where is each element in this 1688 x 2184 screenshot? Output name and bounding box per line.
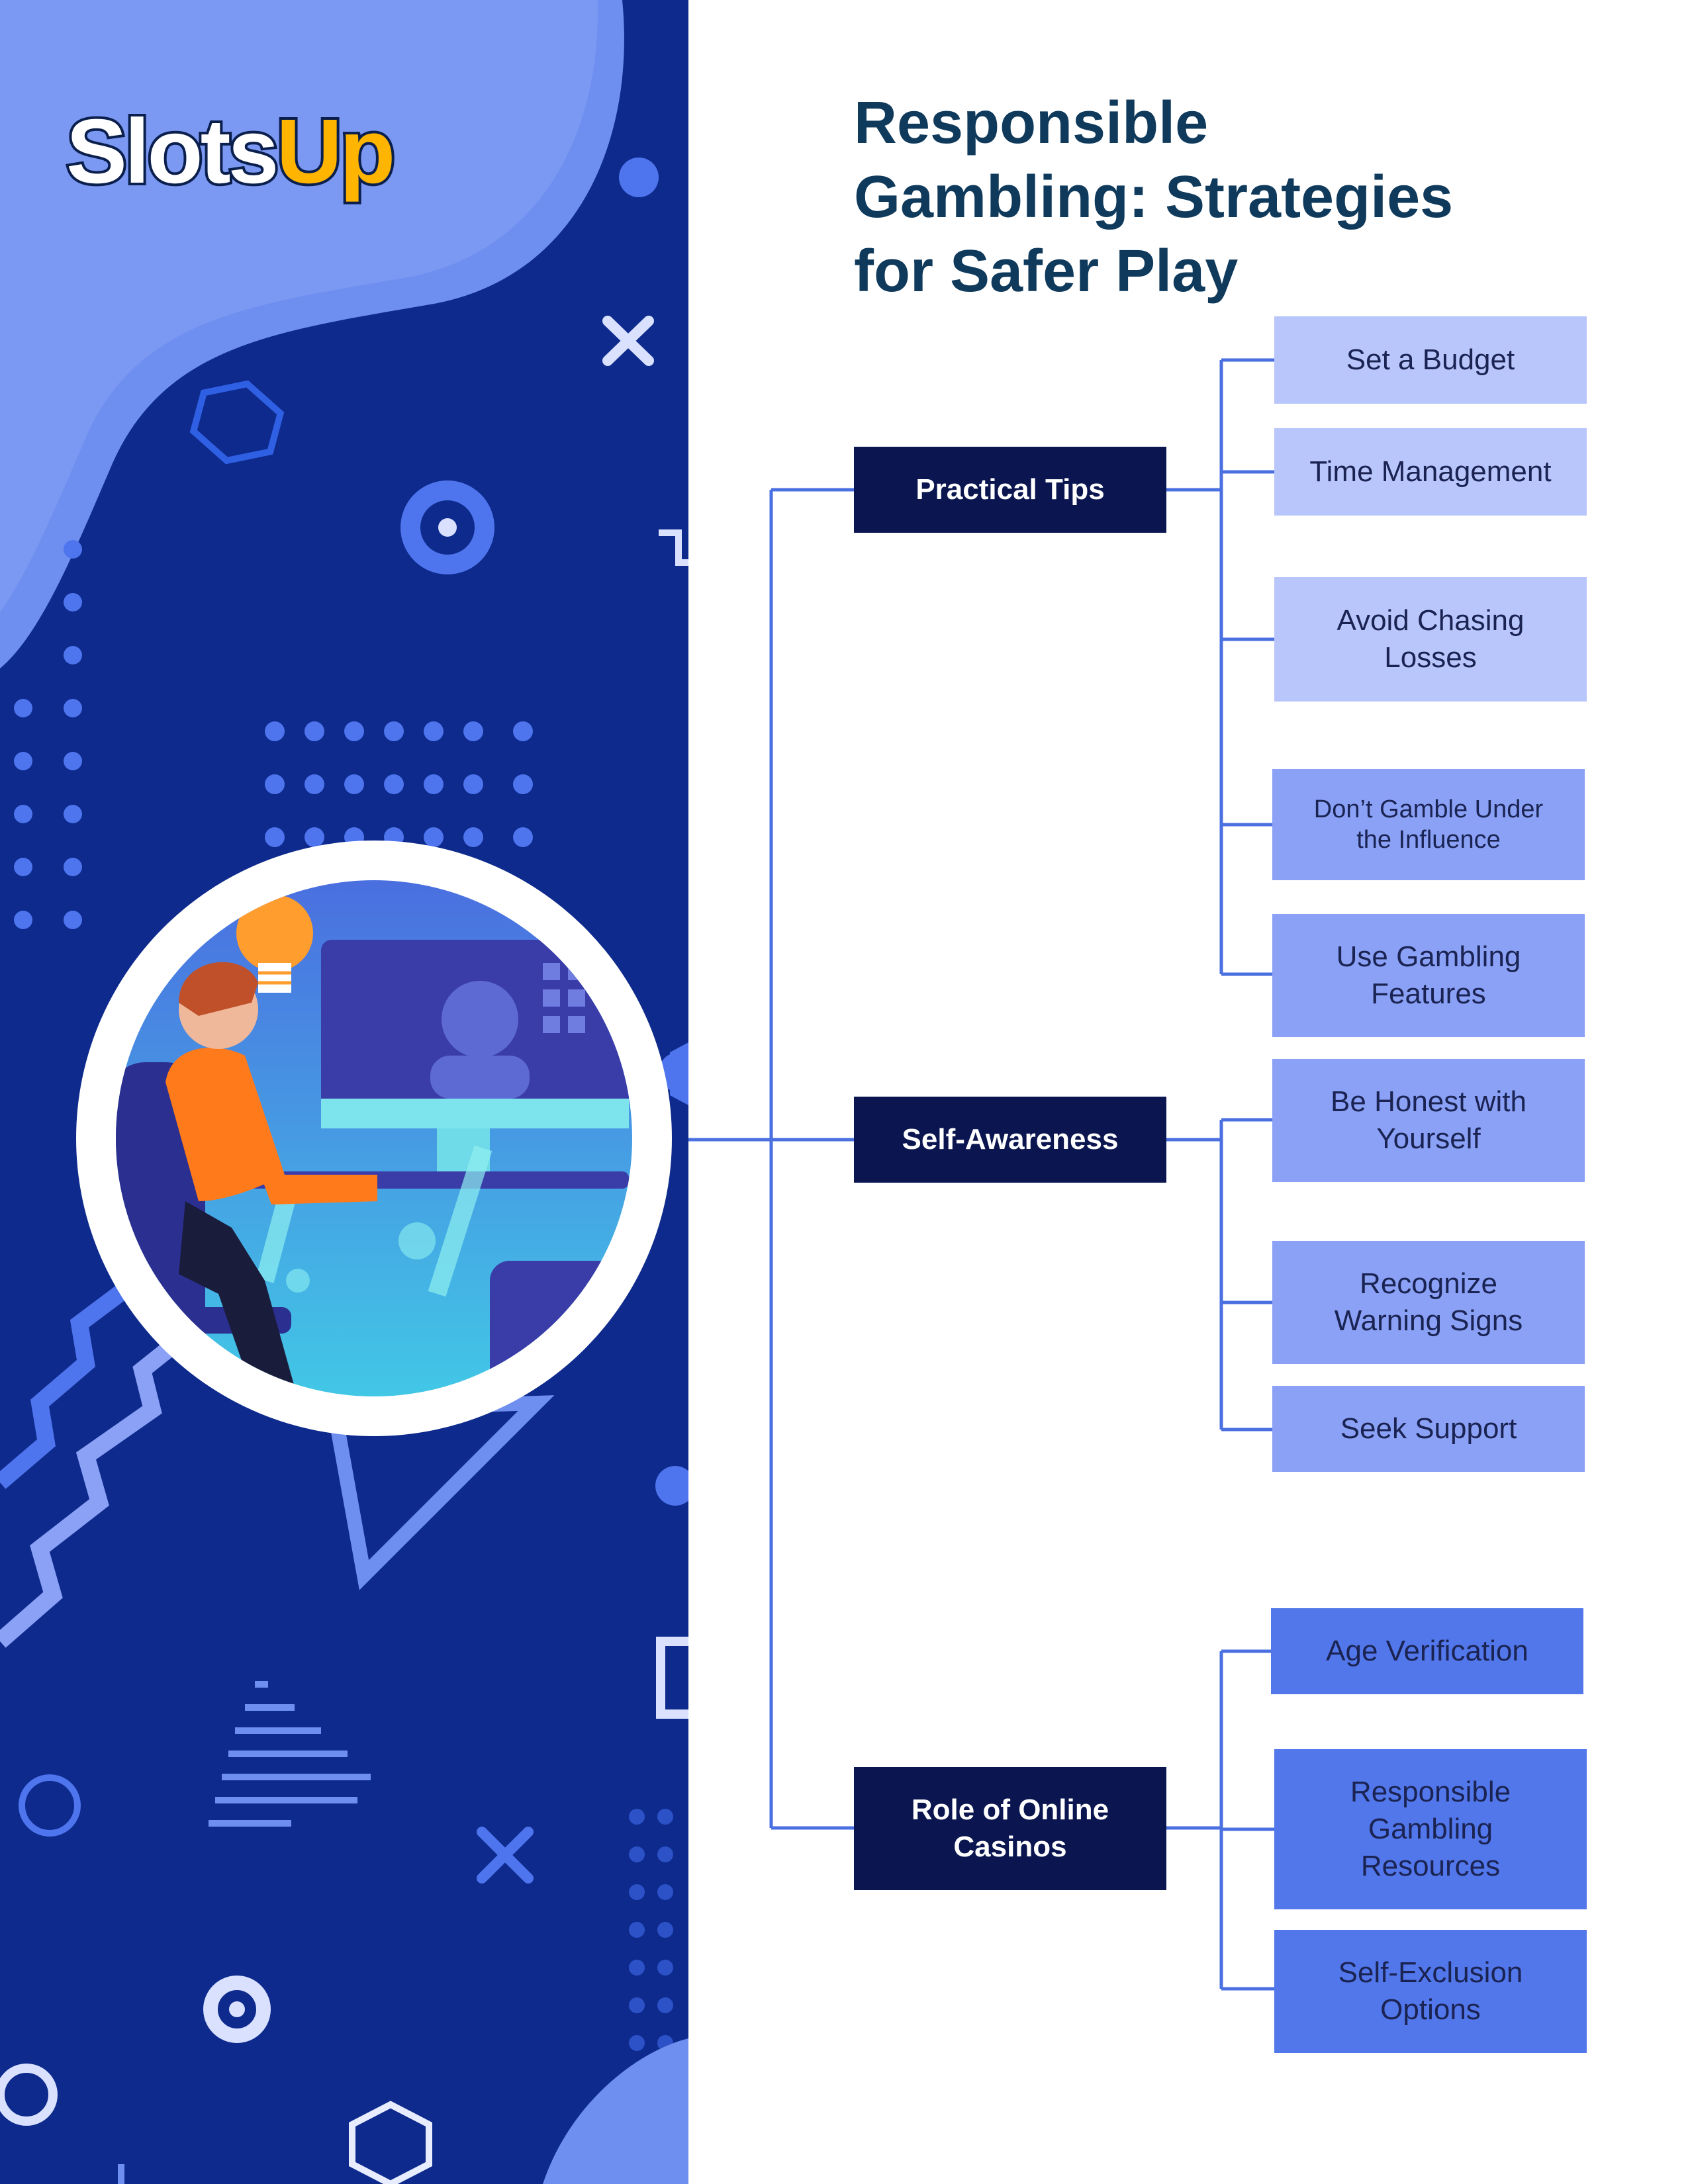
category-label: Role of Online Casinos [911,1794,1109,1863]
category-label: Practical Tips [915,473,1105,506]
leaf-label: Responsible Gambling Resources [1350,1776,1511,1882]
leaf-avoid-chasing-losses: Avoid Chasing Losses [1274,577,1587,702]
title-line-1: Responsible [854,90,1209,156]
leaf-self-exclusion-options: Self-Exclusion Options [1274,1930,1587,2053]
leaf-label: Avoid Chasing Losses [1336,604,1524,674]
leaf-label: Recognize Warning Signs [1334,1267,1523,1337]
leaf-label: Be Honest with Yourself [1331,1085,1526,1155]
leaf-label: Don’t Gamble Under the Influence [1313,796,1544,854]
leaf-label: Self-Exclusion Options [1338,1956,1523,2026]
decorative-left-panel: SlotsUp [0,0,688,2184]
category-practical-tips: Practical Tips [854,447,1166,533]
category-self-awareness: Self-Awareness [854,1097,1166,1183]
leaf-time-management: Time Management [1274,428,1587,516]
leaf-set-a-budget: Set a Budget [1274,316,1587,404]
category-label: Self-Awareness [902,1123,1119,1156]
leaf-dont-gamble-under-influence: Don’t Gamble Under the Influence [1272,769,1585,880]
leaf-label: Use Gambling Features [1336,940,1521,1010]
leaf-label: Seek Support [1340,1412,1517,1445]
category-role-of-online-casinos: Role of Online Casinos [854,1767,1166,1890]
leaf-recognize-warning-signs: Recognize Warning Signs [1272,1241,1585,1364]
page-title: Responsible Gambling: Strategies for Saf… [854,86,1582,308]
title-line-2: Gambling: Strategies [854,164,1454,230]
leaf-use-gambling-features: Use Gambling Features [1272,914,1585,1037]
gamer-illustration [76,841,672,1436]
leaf-responsible-gambling-resources: Responsible Gambling Resources [1274,1749,1587,1909]
leaf-label: Set a Budget [1346,343,1515,376]
background-pattern [0,0,688,2184]
title-line-3: for Safer Play [854,238,1239,304]
slotsup-logo: SlotsUp [64,101,398,203]
leaf-label: Time Management [1309,455,1552,488]
leaf-seek-support: Seek Support [1272,1386,1585,1472]
leaf-label: Age Verification [1326,1635,1528,1667]
leaf-age-verification: Age Verification [1271,1608,1583,1694]
leaf-be-honest-with-yourself: Be Honest with Yourself [1272,1059,1585,1182]
